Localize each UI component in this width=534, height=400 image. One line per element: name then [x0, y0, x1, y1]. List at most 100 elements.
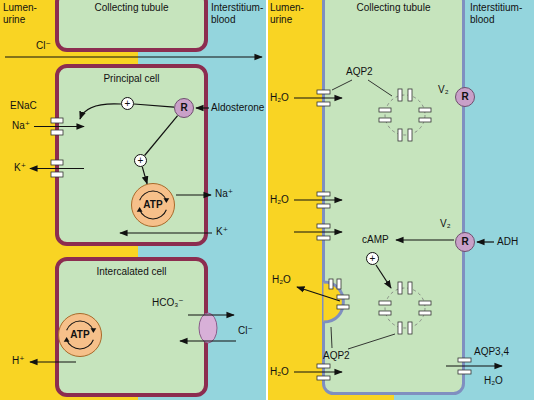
molecule-label: H₂O	[272, 274, 291, 286]
transport-arrow	[80, 104, 121, 119]
ion-channel	[317, 376, 330, 380]
stimulation-sign: +	[121, 97, 134, 110]
molecule-label: H₂O	[270, 366, 289, 378]
pump-cycle-arrows	[91, 328, 97, 333]
signal-connector	[142, 167, 147, 184]
hormone-label: Aldosterone	[211, 102, 264, 114]
plus-sign: +	[370, 254, 376, 264]
pump-cycle-arrows	[140, 191, 167, 200]
transporter-symbol	[199, 313, 217, 343]
ion-channel	[458, 370, 471, 374]
aquaporin-symbol	[379, 108, 391, 112]
channel-label: AQP2	[323, 350, 350, 362]
pump-cycle-arrows	[164, 198, 170, 203]
plus-sign: +	[138, 156, 144, 166]
ion-channel	[317, 102, 330, 106]
transporter-symbol	[199, 313, 217, 343]
aquaporin-symbol	[419, 301, 431, 305]
transport-arrow	[180, 340, 236, 341]
ion-channel	[317, 364, 330, 368]
aquaporin-symbol	[419, 108, 431, 112]
molecule-label: H₂O	[270, 92, 289, 104]
aquaporin-symbol	[398, 129, 402, 141]
pump-cycle-arrows	[137, 207, 143, 212]
leader-line	[332, 80, 352, 90]
leader-line	[331, 80, 395, 349]
panel-divider	[266, 0, 268, 400]
aquaporin-symbol	[379, 89, 431, 334]
ion-channel	[329, 279, 333, 289]
transport-arrow	[30, 168, 84, 169]
transport-arrow	[294, 199, 342, 200]
cell-membrane	[324, 0, 464, 394]
receptor-label: R	[461, 236, 468, 248]
ion-channel	[317, 192, 330, 196]
pump-label: ATP	[143, 199, 162, 211]
cell-membrane	[57, 0, 206, 50]
vesicle	[385, 288, 425, 328]
channel-label: ENaC	[10, 100, 37, 112]
vesicle	[379, 89, 431, 334]
hormone-label: ADH	[497, 236, 518, 248]
region-header: Lumen- urine	[270, 2, 316, 26]
aquaporin-symbol	[408, 89, 412, 101]
atpase-pump: ATP	[58, 313, 102, 357]
cell-title: Collecting tubule	[59, 2, 204, 14]
pump-cycle-arrows	[140, 210, 167, 219]
transport-arrow	[34, 126, 84, 127]
ion-channel	[337, 279, 341, 289]
ion-channel	[51, 118, 63, 123]
molecule-label: H₂O	[270, 194, 289, 206]
receptor-circle: R	[174, 98, 194, 118]
aquaporin-symbol	[408, 322, 412, 334]
transport-arrow	[294, 231, 342, 232]
channel-label: AQP3,4	[474, 346, 509, 358]
cell-membrane	[57, 66, 206, 244]
aquaporin-symbol	[379, 118, 391, 122]
receptor-subtype: V₂	[440, 218, 451, 230]
transport-arrow	[297, 287, 340, 301]
ion-channel	[51, 160, 63, 165]
aquaporin-symbol	[408, 129, 412, 141]
signal-connector	[134, 104, 174, 107]
signal-connector	[145, 116, 178, 156]
cell-membrane	[57, 0, 464, 395]
vesicle	[385, 95, 425, 135]
aquaporin-symbol	[408, 282, 412, 294]
transport-arrow	[176, 194, 211, 195]
aquaporin-symbol	[379, 311, 391, 315]
region-header: Interstitium- blood	[470, 2, 530, 26]
ion-label: Cl⁻	[36, 40, 51, 52]
aquaporin-symbol	[398, 89, 402, 101]
aquaporin-symbol	[398, 282, 402, 294]
ion-channel	[317, 236, 330, 240]
pump-cycle-arrows	[67, 340, 94, 349]
ion-channel	[51, 90, 471, 380]
ion-label: Na⁺	[215, 188, 233, 200]
aquaporin-symbol	[419, 118, 431, 122]
transport-arrow	[5, 56, 262, 57]
receptor-subtype: V₂	[438, 84, 449, 96]
aquaporin-symbol	[419, 311, 431, 315]
cell-box: Collecting tubuleRR+	[322, 0, 465, 395]
ion-channel	[317, 224, 330, 228]
ion-label: H⁺	[12, 355, 25, 367]
ion-channel	[337, 295, 349, 299]
ion-channel	[458, 358, 471, 362]
region-header: Interstitium- blood	[211, 2, 267, 26]
region-header: Lumen- urine	[3, 2, 49, 26]
transport-arrow	[477, 241, 494, 242]
ion-channel	[337, 305, 349, 309]
cell-title: Principal cell	[59, 73, 204, 85]
receptor-label: R	[180, 102, 187, 114]
ion-channel	[317, 90, 330, 94]
channel-label: AQP2	[346, 66, 373, 78]
ion-label: HCO₃⁻	[152, 297, 184, 309]
ion-channel	[317, 204, 330, 208]
transport-arrow	[196, 107, 209, 108]
transport-arrow	[446, 365, 502, 366]
receptor-circle: R	[455, 232, 475, 252]
panel-divider	[266, 0, 268, 400]
molecule-label: H₂O	[484, 375, 503, 387]
